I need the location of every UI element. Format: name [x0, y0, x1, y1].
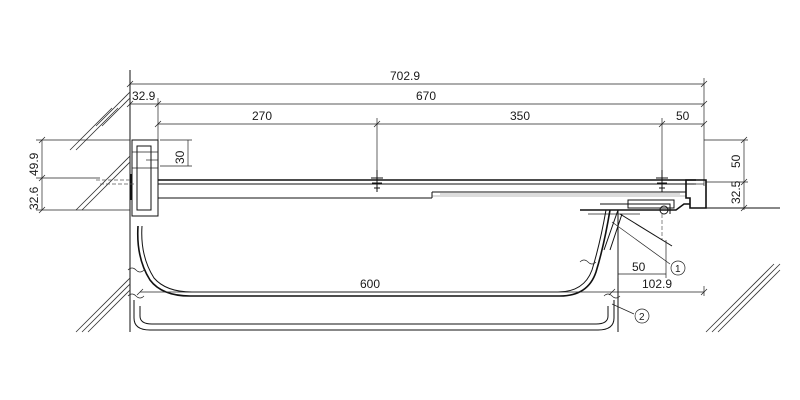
dim-right-lower-height: 32.5 [729, 180, 743, 204]
dim-span-middle: 350 [510, 109, 530, 123]
dim-right-total-height: 50 [729, 154, 743, 168]
dim-left-offset: 32.9 [132, 89, 156, 103]
left-wall [69, 70, 131, 333]
dim-left-lower-height: 32.6 [27, 186, 41, 210]
dim-span-left: 270 [252, 109, 272, 123]
dimension-right-vertical: 50 32.5 [704, 136, 748, 212]
dimension-inner: 32.9 670 [126, 89, 708, 150]
screw-right [656, 170, 668, 192]
callout-1-label: 1 [675, 264, 681, 275]
dimension-right-projection: 102.9 [612, 277, 708, 296]
support-strut [603, 209, 673, 251]
right-wall [617, 207, 781, 333]
dimension-spans: 270 350 50 [154, 109, 708, 178]
dim-bracket-height: 30 [173, 150, 187, 164]
left-bracket [96, 139, 159, 217]
dim-overall-width: 702.9 [390, 69, 420, 83]
right-end-cap [685, 179, 707, 209]
dim-left-total-height: 49.9 [27, 152, 41, 176]
dimension-right-detail: 50 [617, 240, 667, 278]
dimension-overall: 702.9 [126, 69, 708, 186]
dim-right-detail-width: 50 [632, 260, 646, 274]
dim-inner-width: 670 [416, 89, 436, 103]
dimension-left-vertical: 49.9 32.6 [27, 136, 130, 214]
dim-right-projection: 102.9 [642, 277, 672, 291]
top-panel [158, 179, 696, 199]
callout-2: 2 [611, 303, 650, 324]
dimension-opening: 600 [136, 277, 616, 296]
screw-middle [371, 170, 383, 192]
callout-2-label: 2 [639, 312, 645, 323]
hinge-mechanism [580, 199, 690, 240]
dimension-bracket-height: 30 [160, 139, 192, 167]
dim-span-right: 50 [676, 109, 690, 123]
dim-opening-width: 600 [360, 277, 380, 291]
callout-1: 1 [611, 221, 686, 276]
fabric-bag [127, 209, 621, 331]
